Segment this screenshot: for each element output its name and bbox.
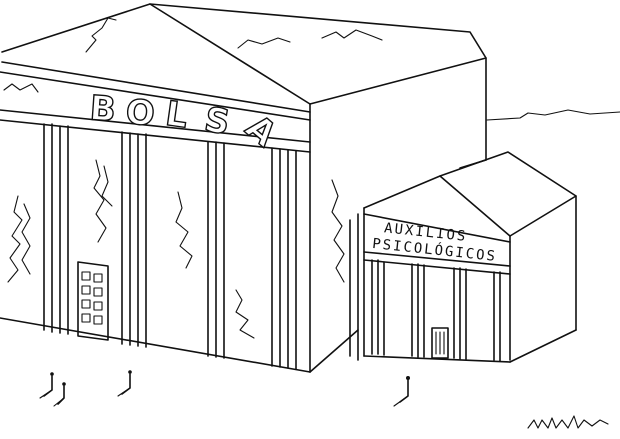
bolsa-letter-s: S bbox=[202, 100, 233, 144]
auxilios-door bbox=[431, 327, 449, 359]
bolsa-door bbox=[77, 261, 109, 341]
walking-figure bbox=[393, 376, 410, 407]
auxilios-sign: AUXILIOS PSICOLÓGICOS bbox=[371, 220, 497, 265]
bolsa-columns bbox=[43, 123, 297, 370]
bolsa-letter-l: L bbox=[163, 94, 190, 137]
bolsa-letter-b: B bbox=[89, 88, 118, 130]
bolsa-letter-o: O bbox=[125, 92, 157, 134]
walking-figure bbox=[117, 370, 132, 397]
horizon-line bbox=[486, 109, 620, 121]
walking-figures bbox=[39, 370, 410, 407]
auxilios-building bbox=[349, 151, 577, 363]
artist-signature bbox=[527, 415, 609, 429]
bolsa-cracks bbox=[7, 159, 345, 339]
walking-figure bbox=[39, 372, 54, 399]
walking-figure bbox=[53, 382, 66, 407]
